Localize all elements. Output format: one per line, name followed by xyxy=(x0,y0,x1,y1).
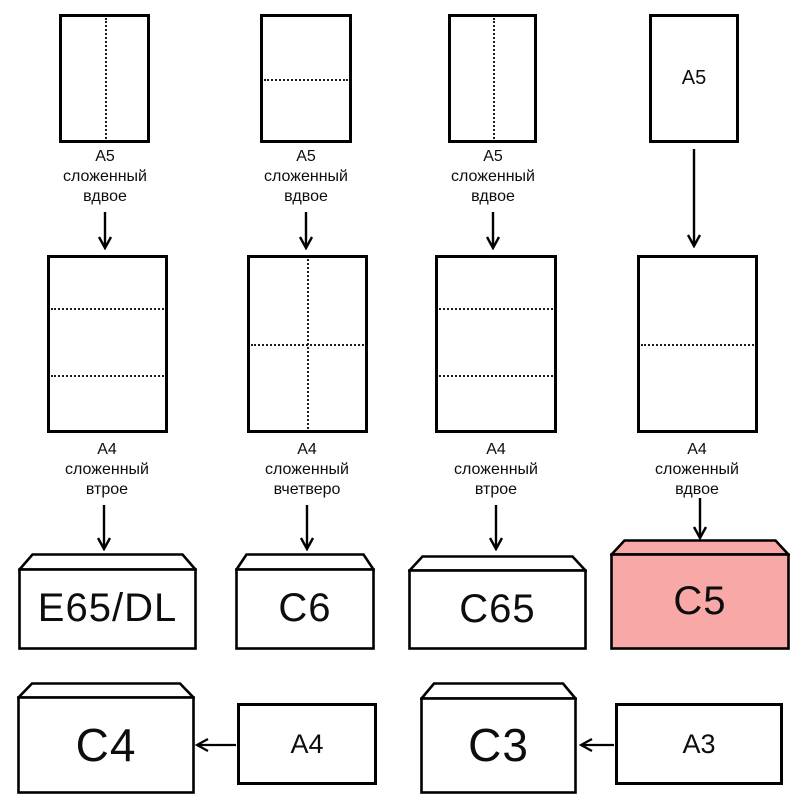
envelope-label: E65/DL xyxy=(37,586,178,630)
envelope-c5-highlighted: C5 xyxy=(610,539,790,650)
sheet-a4-col2 xyxy=(247,255,368,433)
envelope-label: C6 xyxy=(278,586,332,630)
envelope-c6: C6 xyxy=(235,553,375,650)
arrow-down-icon xyxy=(692,498,708,540)
envelope-shape xyxy=(408,555,587,650)
sheet-a5-col2 xyxy=(260,14,352,143)
arrow-down-icon xyxy=(488,505,504,551)
sheet-a5-col3 xyxy=(448,14,537,143)
arrow-left-icon xyxy=(194,738,236,752)
arrow-down-icon xyxy=(299,505,315,551)
sheet-a5-label: А5 xyxy=(681,67,707,89)
caption-a5-col1: А5 сложенный вдвое xyxy=(63,148,147,205)
sheet-a5-col4: А5 xyxy=(649,14,739,143)
arrow-down-icon xyxy=(96,505,112,551)
sheet-a5-col1 xyxy=(59,14,150,143)
caption-a5-col2: А5 сложенный вдвое xyxy=(264,148,348,205)
envelope-c65: C65 xyxy=(408,555,587,650)
envelope-c4: C4 xyxy=(17,682,195,794)
arrow-down-icon xyxy=(97,212,113,250)
envelope-shape xyxy=(610,539,790,650)
envelope-shape xyxy=(235,553,375,650)
envelope-label: C65 xyxy=(459,586,536,631)
fold-line-horizontal xyxy=(439,308,553,310)
fold-line-horizontal xyxy=(264,79,348,81)
fold-line-horizontal xyxy=(641,344,754,346)
caption-a4-col3: А4 сложенный втрое xyxy=(454,441,538,498)
envelope-shape xyxy=(18,553,197,650)
fold-line-horizontal xyxy=(51,308,164,310)
sheet-a4-col1 xyxy=(47,255,168,433)
fold-line-vertical xyxy=(105,18,107,139)
sheet-a4-source: А4 xyxy=(237,703,377,785)
sheet-a4-source-label: А4 xyxy=(290,728,324,759)
arrow-down-icon xyxy=(485,212,501,250)
arrow-down-icon xyxy=(298,212,314,250)
envelope-c3: C3 xyxy=(420,682,577,794)
caption-a5-col3: А5 сложенный вдвое xyxy=(451,148,535,205)
sheet-a3-source: А3 xyxy=(615,703,783,785)
envelope-label: C3 xyxy=(468,719,529,771)
fold-line-horizontal xyxy=(251,344,364,346)
arrow-left-icon xyxy=(578,738,614,752)
fold-line-horizontal xyxy=(51,375,164,377)
fold-line-horizontal xyxy=(439,375,553,377)
envelope-shape xyxy=(17,682,195,794)
envelope-shape xyxy=(420,682,577,794)
envelope-e65dl: E65/DL xyxy=(18,553,197,650)
envelope-label: C5 xyxy=(673,578,727,623)
sheet-a4-col4 xyxy=(637,255,758,433)
fold-line-vertical xyxy=(493,18,495,139)
sheet-a4-col3 xyxy=(435,255,557,433)
caption-a4-col2: А4 сложенный вчетверо xyxy=(265,441,349,498)
caption-a4-col1: А4 сложенный втрое xyxy=(65,441,149,498)
caption-a4-col4: А4 сложенный вдвое xyxy=(655,441,739,498)
arrow-down-icon xyxy=(686,149,702,248)
envelope-label: C4 xyxy=(75,718,137,771)
sheet-a3-source-label: А3 xyxy=(682,728,716,759)
